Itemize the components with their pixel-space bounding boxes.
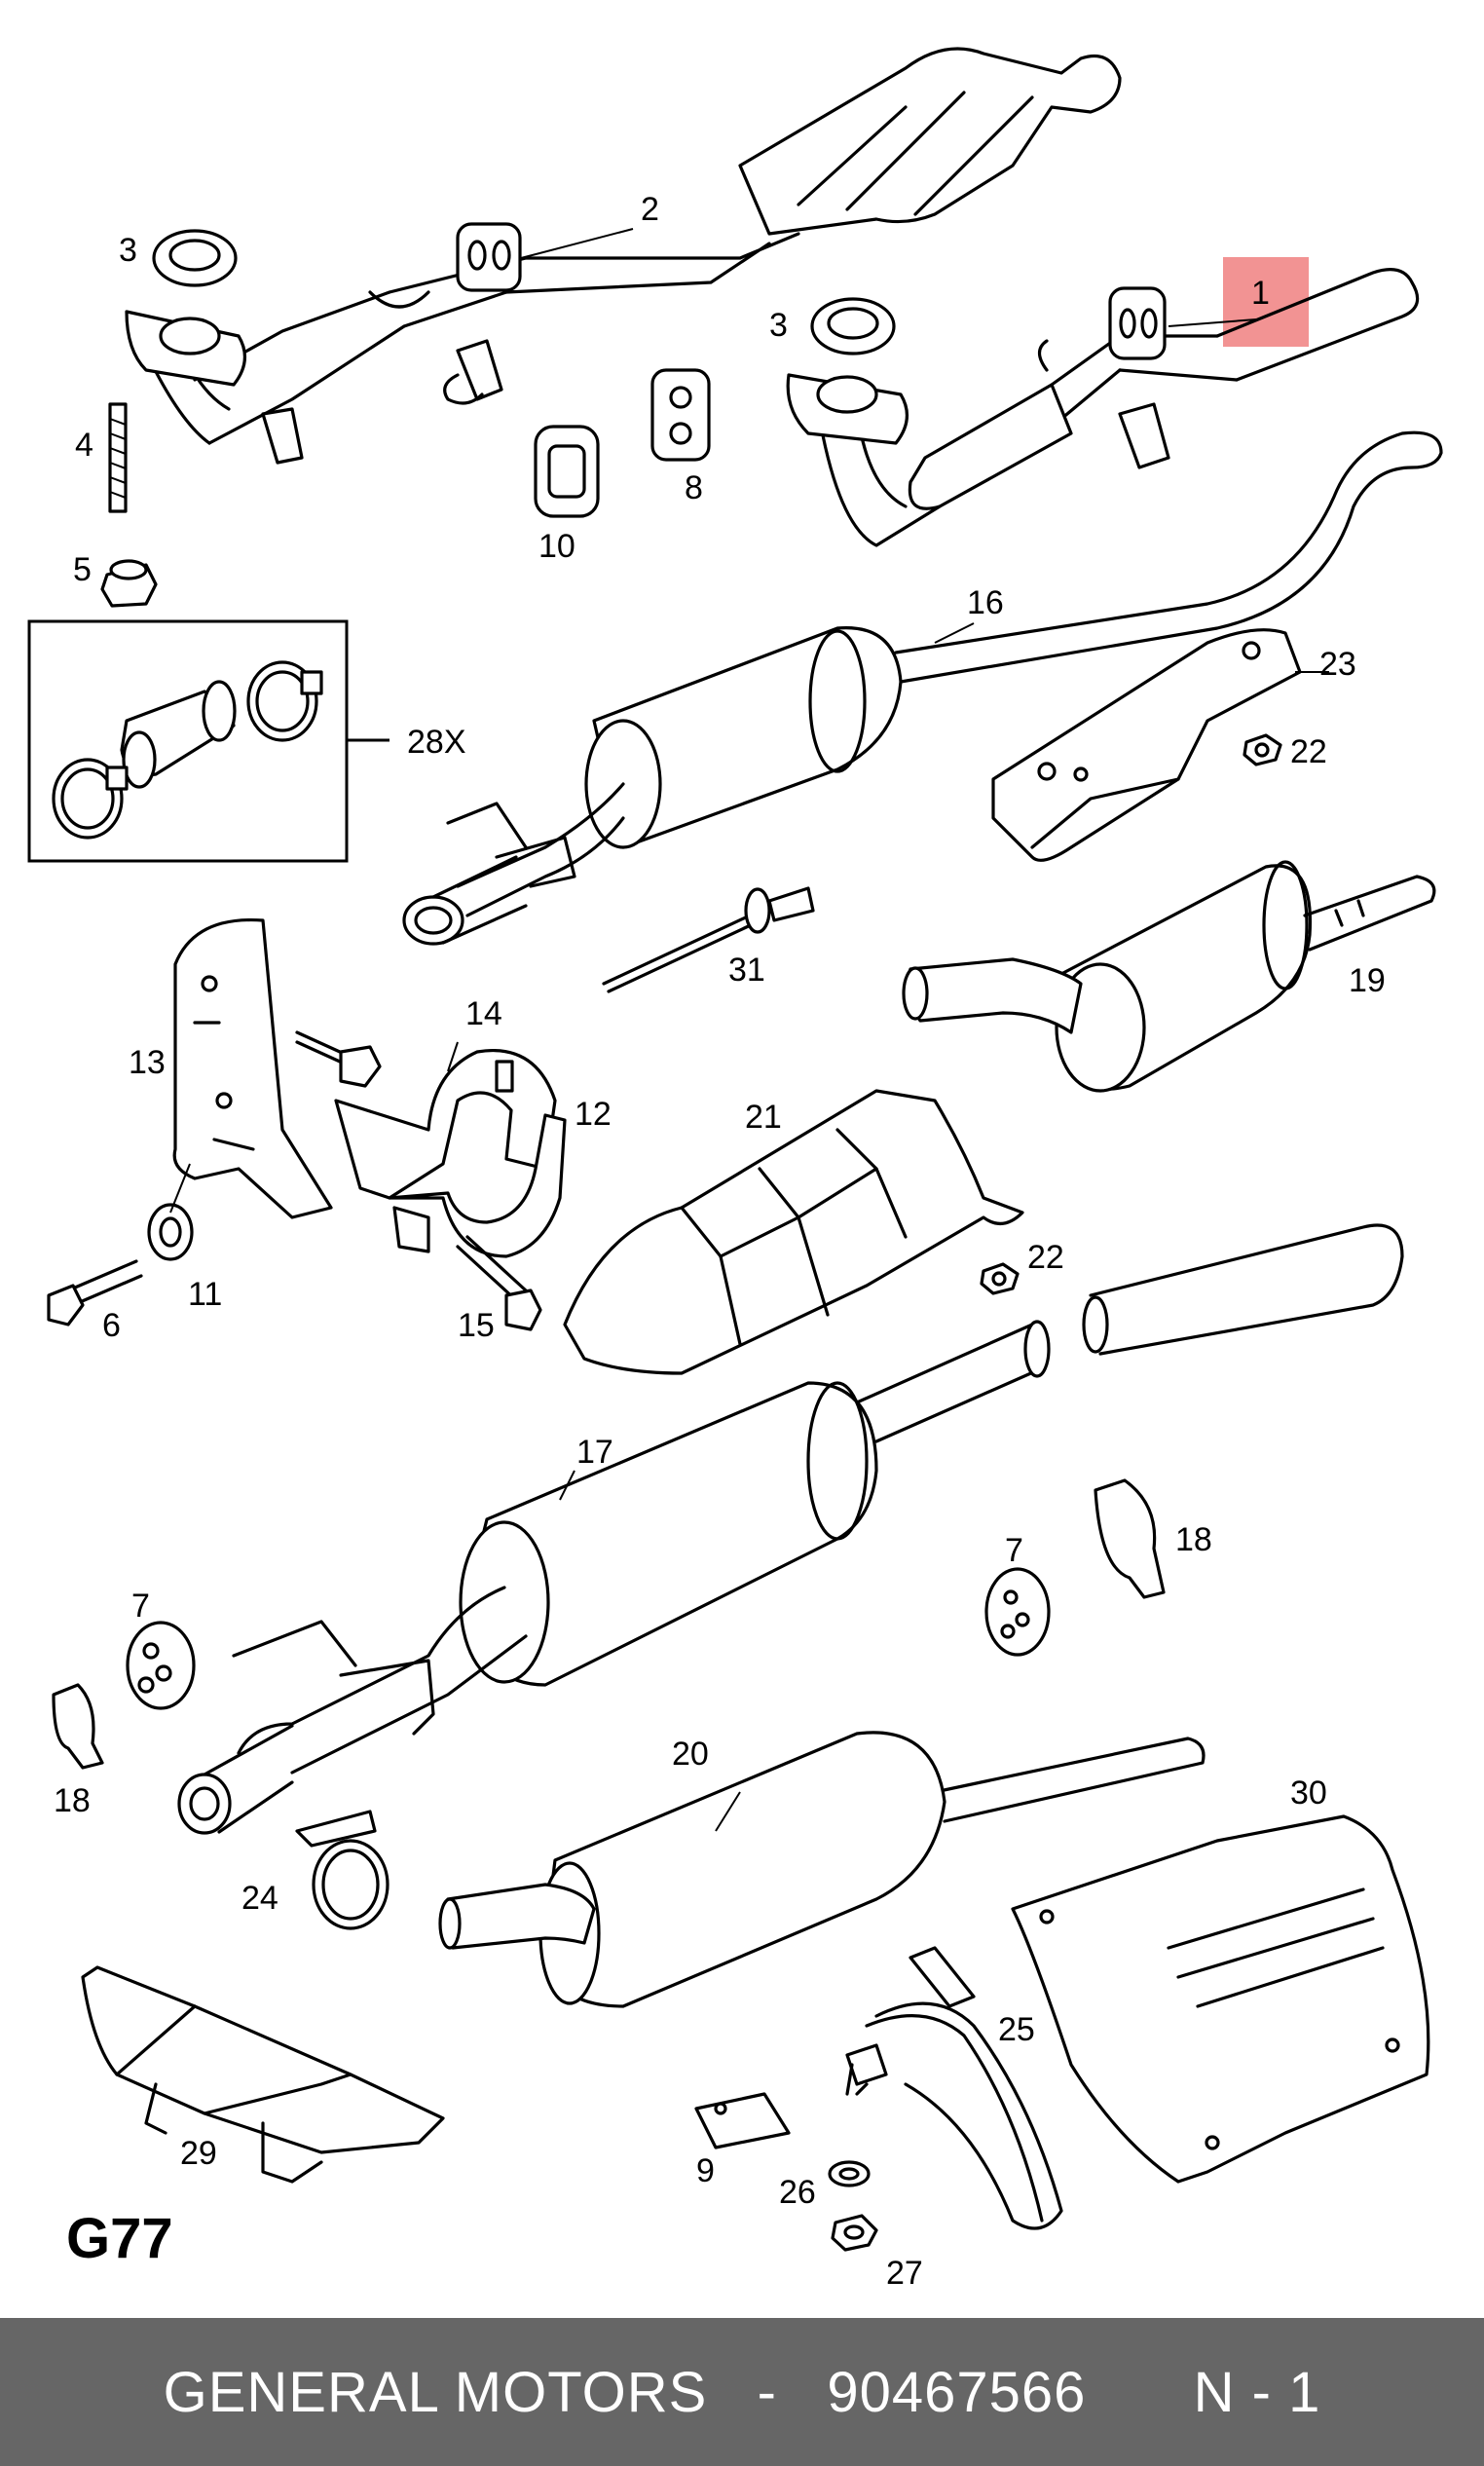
callout-30: 30 <box>1290 1775 1327 1812</box>
exhaust-parts-diagram: 1 2 3 3 4 5 6 7 7 8 9 10 11 12 13 14 15 … <box>27 47 1443 2292</box>
callout-10: 10 <box>538 528 575 565</box>
callout-11: 11 <box>188 1276 222 1313</box>
heat-shield-bracket-23 <box>991 628 1302 862</box>
callout-31: 31 <box>728 952 765 989</box>
strap-25 <box>845 1946 1063 2230</box>
heat-shield-29 <box>81 1965 445 2184</box>
callout-20: 20 <box>672 1736 709 1773</box>
callout-26: 26 <box>779 2174 816 2211</box>
rivet <box>602 886 815 993</box>
callout-1: 1 <box>1251 275 1270 312</box>
callout-5: 5 <box>73 551 92 588</box>
callout-8: 8 <box>685 469 703 506</box>
stud <box>108 402 128 513</box>
gasket-right <box>810 297 896 355</box>
callout-3-left: 3 <box>119 232 137 269</box>
nut <box>100 559 158 608</box>
callout-1-highlight <box>1223 257 1309 347</box>
rear-muffler-20 <box>438 1731 1206 2008</box>
callout-14: 14 <box>465 995 502 1032</box>
nut-22-mid <box>980 1262 1020 1295</box>
pad-9 <box>694 2092 791 2149</box>
clamp-24 <box>295 1810 390 1930</box>
callout-7-left: 7 <box>131 1588 150 1625</box>
bolt-6 <box>47 1259 143 1326</box>
repair-kit-box <box>27 619 390 863</box>
callout-9: 9 <box>696 2152 715 2189</box>
front-pipe-part-1 <box>786 268 1420 547</box>
callout-7-right: 7 <box>1005 1532 1023 1569</box>
rear-muffler-19 <box>902 860 1436 1093</box>
bolt-upper <box>295 1030 382 1088</box>
middle-muffler-17 <box>177 1223 1404 1835</box>
footer-separator: - <box>757 2360 777 2424</box>
rubber-hanger-8 <box>650 368 711 462</box>
callout-28x: 28X <box>407 724 466 761</box>
callout-15: 15 <box>458 1307 495 1344</box>
callout-25: 25 <box>998 2011 1035 2048</box>
gasket-left <box>152 229 238 287</box>
diagram-code: G77 <box>66 2207 173 2270</box>
rubber-hanger-10 <box>534 425 600 518</box>
callout-24: 24 <box>241 1880 278 1917</box>
callout-18-right: 18 <box>1175 1521 1212 1558</box>
bolt-15 <box>456 1235 542 1331</box>
callout-22-top: 22 <box>1290 733 1327 770</box>
callout-labels: 1 2 3 3 4 5 6 7 7 8 9 10 11 12 13 14 15 … <box>54 191 1386 2292</box>
callout-16: 16 <box>967 584 1004 621</box>
clamp-12 <box>388 1113 567 1258</box>
callout-17: 17 <box>576 1434 613 1471</box>
washer-11 <box>147 1203 194 1261</box>
hanger-18-right <box>1094 1478 1166 1599</box>
rubber-ring-7-right <box>984 1567 1051 1657</box>
nut-22-top <box>1243 733 1282 766</box>
washer-26 <box>828 2160 871 2187</box>
footer-brand: GENERAL MOTORS <box>163 2360 708 2424</box>
callout-21: 21 <box>745 1099 782 1136</box>
heat-shield-21 <box>563 1089 1024 1375</box>
callout-3-right: 3 <box>769 307 788 344</box>
callout-23: 23 <box>1319 646 1356 683</box>
callout-27: 27 <box>886 2255 923 2292</box>
bracket-13 <box>172 917 333 1219</box>
nut-27 <box>831 2214 878 2252</box>
rubber-ring-7-left <box>126 1621 196 1710</box>
callout-13: 13 <box>129 1044 166 1081</box>
leader-lines <box>169 228 1329 1832</box>
callout-4: 4 <box>75 427 93 464</box>
clamp-14 <box>334 1049 557 1200</box>
callout-22-mid: 22 <box>1027 1239 1064 1276</box>
footer-part-number: 90467566 <box>827 2360 1087 2424</box>
footer-bar: GENERAL MOTORS - 90467566 N - 1 <box>0 2318 1484 2466</box>
heat-shield-30 <box>1011 1814 1430 2184</box>
callout-12: 12 <box>575 1096 612 1133</box>
callout-18-left: 18 <box>54 1782 91 1819</box>
callout-2: 2 <box>641 191 659 228</box>
callout-29: 29 <box>180 2135 217 2172</box>
callout-19: 19 <box>1349 962 1386 999</box>
footer-caption: GENERAL MOTORS - 90467566 N - 1 <box>164 2360 1321 2425</box>
callout-6: 6 <box>102 1307 121 1344</box>
hanger-18-left <box>52 1683 104 1770</box>
rubber-hanger-top <box>456 222 522 292</box>
footer-position: N - 1 <box>1193 2360 1321 2424</box>
center-muffler-16 <box>402 430 1443 946</box>
front-pipe-with-catalytic-converter <box>125 47 1122 465</box>
